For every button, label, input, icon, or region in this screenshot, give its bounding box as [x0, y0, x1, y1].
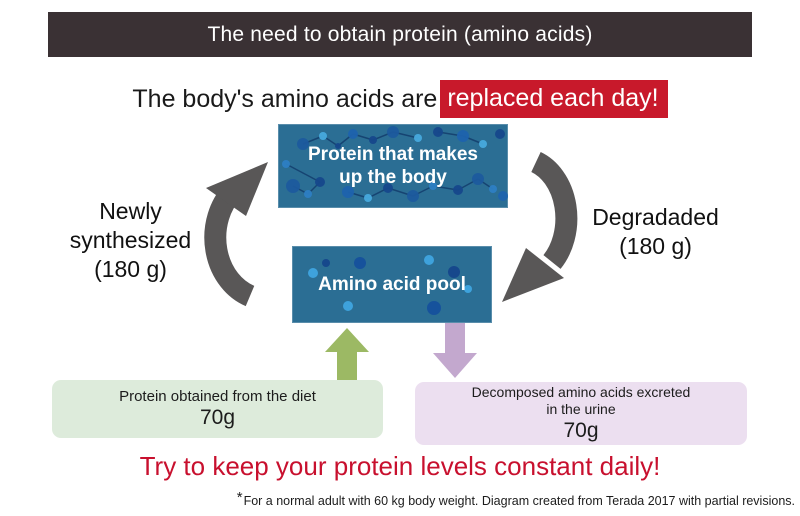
footnote-mark: *	[236, 489, 243, 506]
urine-down-arrow-icon	[433, 323, 477, 378]
diet-up-arrow-icon	[325, 328, 369, 383]
molecule-pattern-icon	[282, 126, 508, 202]
protein-box-label-line2: up the body	[339, 167, 447, 188]
diet-box-label: Protein obtained from the diet	[119, 387, 316, 405]
diet-box: Protein obtained from the diet 70g	[52, 380, 383, 438]
page-title: The need to obtain protein (amino acids)	[207, 22, 593, 46]
dots-pattern-icon	[308, 255, 472, 315]
urine-box-label-line2: in the urine	[546, 401, 616, 417]
subtitle-highlight: replaced each day!	[440, 80, 668, 118]
amino-acid-pool-box: Amino acid pool	[292, 246, 492, 323]
amino-pool-label: Amino acid pool	[318, 273, 466, 295]
header-bar: The need to obtain protein (amino acids)	[48, 12, 752, 57]
protein-box-label-line1: Protein that makes	[308, 143, 478, 165]
urine-box-label-line1: Decomposed amino acids excreted	[471, 384, 691, 401]
cycle-arrow-left-icon	[204, 162, 268, 307]
protein-box: Protein that makes up the body	[278, 124, 508, 208]
degraded-label: Degradaded (180 g)	[592, 204, 719, 259]
cycle-arrow-right-icon	[502, 152, 578, 302]
subtitle-text: The body's amino acids are	[132, 84, 438, 113]
protein-box-label: Protein that makes up the body	[308, 143, 478, 189]
footnote: *For a normal adult with 60 kg body weig…	[237, 489, 795, 508]
subtitle: The body's amino acids are replaced each…	[0, 80, 800, 118]
footer-message: Try to keep your protein levels constant…	[139, 451, 661, 481]
urine-box: Decomposed amino acids excreted in the u…	[415, 382, 747, 445]
newly-synthesized-label: Newly synthesized (180 g)	[69, 198, 192, 282]
footnote-text: For a normal adult with 60 kg body weigh…	[243, 494, 795, 508]
urine-box-amount: 70g	[563, 418, 599, 442]
diet-box-amount: 70g	[199, 406, 236, 430]
